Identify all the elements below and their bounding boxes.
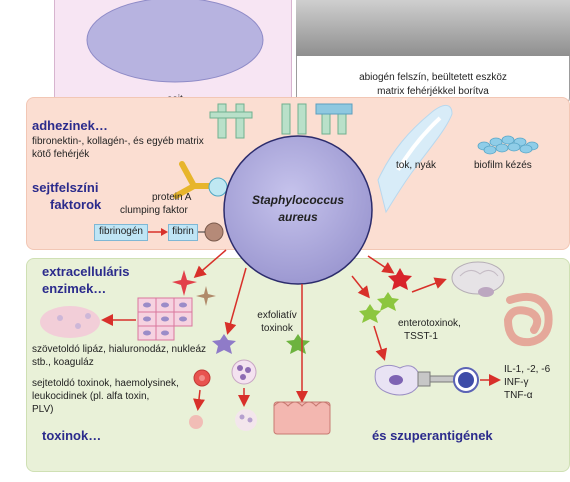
toxins-title: toxinok… [42, 428, 102, 443]
capsule-slime-shape [377, 105, 453, 214]
intestine-icon [503, 293, 553, 347]
toxin-star-purple [212, 334, 236, 354]
superantigen-star-red [388, 268, 412, 290]
surface-factors-line2: faktorok [50, 197, 102, 212]
enzyme-star-red [172, 270, 197, 296]
adhesins-desc-line1: fibronektin-, kollagén-, és egyéb matrix [32, 136, 204, 147]
enzymes-desc-line1: szövetoldó lipáz, hialuronodáz, nukleáz [32, 344, 206, 355]
damaged-tissue-icon [40, 306, 100, 338]
skin-icon [273, 401, 331, 435]
biofilm-label: biofilm kézés [474, 160, 532, 171]
exfoliative-line2: toxinok [261, 323, 293, 334]
species-line1: Staphylococcus [251, 193, 345, 207]
toxins-desc-line1: sejtetoldó toxinok, haemolysinek, [32, 378, 179, 389]
cytokines-line2: INF-γ [504, 377, 529, 388]
clumping-factor-label: clumping faktor [120, 205, 188, 216]
exfoliative-star-green [286, 334, 310, 354]
extracellular-line1: extracelluláris [42, 264, 130, 279]
t-cell-receptor-icon [417, 371, 455, 387]
toxins-desc-line2: leukocidinek (pl. alfa toxin, [32, 391, 150, 402]
fibrin-box: fibrin [168, 224, 198, 241]
adhesins-title: adhezinek… [32, 118, 108, 133]
adhesin-receptor-1 [209, 103, 253, 139]
abiogenic-surface-bar [296, 0, 570, 56]
superantigens-title: és szuperantigének [372, 428, 493, 443]
staphylococcus-cell [223, 135, 373, 285]
species-line2: aureus [278, 210, 318, 224]
biofilm-icon [477, 135, 539, 155]
surface-label-line1: abiogén felszín, beültetett eszköz [359, 72, 507, 83]
toxins-desc-line3: PLV) [32, 404, 54, 415]
exfoliative-line1: exfoliatív [257, 310, 297, 321]
extracellular-line2: enzimek… [42, 281, 107, 296]
cytokines-line1: IL-1, -2, -6 [504, 364, 551, 375]
red-blood-cell-lysed-icon [189, 415, 203, 429]
leukocyte-lysed-icon [235, 409, 257, 431]
adhesins-desc-line2: kötő fehérjék [32, 149, 90, 160]
superantigen-star-green1 [377, 292, 399, 311]
surface-label-line2: matrix fehérjékkel borítva [377, 86, 489, 97]
antigen-presenting-cell-icon [374, 364, 421, 396]
enterotoxins-line2: TSST-1 [404, 331, 438, 342]
protein-a-label: protein A [152, 192, 192, 203]
surface-factors-line1: sejtfelszíni [32, 180, 99, 195]
capsule-label: tok, nyák [396, 160, 437, 171]
cytokines-line3: TNF-α [504, 390, 533, 401]
adhesin-receptor-2 [281, 103, 307, 135]
enterotoxins-line1: enterotoxinok, [398, 318, 461, 329]
species-name: Staphylococcus aureus [232, 192, 364, 226]
enzymes-desc-line2: stb., koaguláz [32, 357, 94, 368]
brain-icon [451, 261, 505, 297]
host-cell-shape [86, 0, 264, 83]
superantigen-star-green2 [359, 304, 381, 323]
fibrinogen-box: fibrinogén [94, 224, 148, 241]
leukocyte-icon [231, 359, 257, 385]
enzyme-star-brown [196, 286, 216, 306]
t-cell-icon [453, 367, 479, 393]
